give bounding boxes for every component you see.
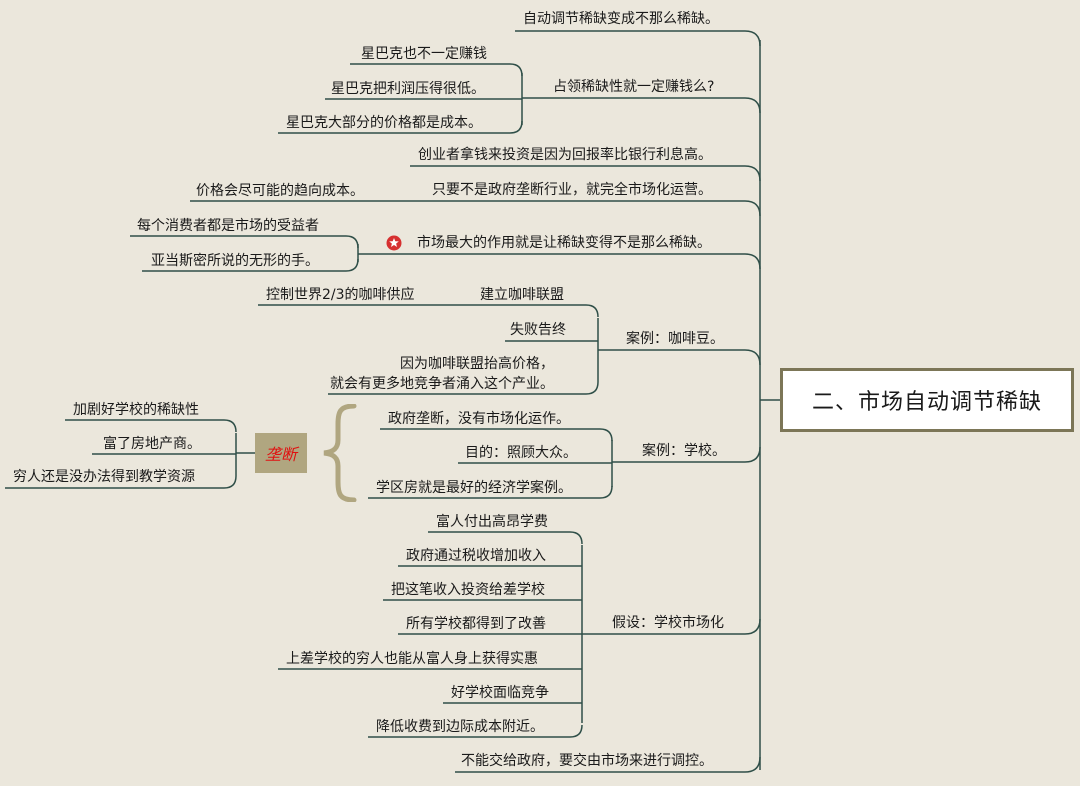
star-icon	[386, 235, 402, 251]
list-item[interactable]: 星巴克大部分的价格都是成本。	[286, 115, 482, 131]
list-item[interactable]: 把这笔收入投资给差学校	[391, 582, 545, 598]
list-item[interactable]: 上差学校的穷人也能从富人身上获得实惠	[286, 651, 538, 667]
monopoly-tag[interactable]: 垄断	[255, 433, 307, 473]
list-item[interactable]: 亚当斯密所说的无形的手。	[151, 253, 319, 269]
list-item[interactable]: 富人付出高昂学费	[436, 514, 548, 530]
list-item[interactable]: 学区房就是最好的经济学案例。	[376, 480, 572, 496]
list-item[interactable]: 因为咖啡联盟抬高价格， 就会有更多地竞争者涌入这个产业。	[330, 356, 554, 392]
list-item[interactable]: 降低收费到边际成本附近。	[376, 719, 544, 735]
branch-coffee-case[interactable]: 案例：咖啡豆。	[626, 331, 724, 347]
branch-investment[interactable]: 创业者拿钱来投资是因为回报率比银行利息高。	[418, 147, 712, 163]
branch-market-role[interactable]: 市场最大的作用就是让稀缺变得不是那么稀缺。	[417, 235, 711, 251]
list-item[interactable]: 政府垄断，没有市场化运作。	[388, 411, 570, 427]
list-item[interactable]: 失败告终	[510, 322, 566, 338]
list-item[interactable]: 目的：照顾大众。	[465, 445, 577, 461]
list-item[interactable]: 富了房地产商。	[103, 436, 201, 452]
list-item[interactable]: 价格会尽可能的趋向成本。	[196, 183, 364, 199]
list-item[interactable]: 星巴克也不一定赚钱	[361, 46, 487, 62]
branch-conclusion[interactable]: 不能交给政府，要交由市场来进行调控。	[461, 753, 713, 769]
list-item[interactable]: 所有学校都得到了改善	[406, 616, 546, 632]
list-item[interactable]: 控制世界2/3的咖啡供应	[266, 287, 415, 303]
list-item[interactable]: 建立咖啡联盟	[480, 287, 564, 303]
branch-scarcity-profit[interactable]: 占领稀缺性就一定赚钱么?	[553, 79, 715, 95]
branch-market-operation[interactable]: 只要不是政府垄断行业，就完全市场化运营。	[432, 182, 712, 198]
branch-auto-adjust[interactable]: 自动调节稀缺变成不那么稀缺。	[523, 11, 719, 27]
branch-school-market-hypothesis[interactable]: 假设：学校市场化	[612, 615, 724, 631]
list-item[interactable]: 每个消费者都是市场的受益者	[137, 218, 319, 234]
list-item[interactable]: 星巴克把利润压得很低。	[331, 81, 485, 97]
curly-brace	[323, 404, 357, 502]
list-item[interactable]: 好学校面临竞争	[451, 685, 549, 701]
list-item[interactable]: 穷人还是没办法得到教学资源	[13, 469, 195, 485]
root-topic[interactable]: 二、市场自动调节稀缺	[780, 368, 1074, 432]
list-item[interactable]: 加剧好学校的稀缺性	[73, 402, 199, 418]
branch-school-case[interactable]: 案例：学校。	[642, 443, 726, 459]
list-item[interactable]: 政府通过税收增加收入	[406, 548, 546, 564]
